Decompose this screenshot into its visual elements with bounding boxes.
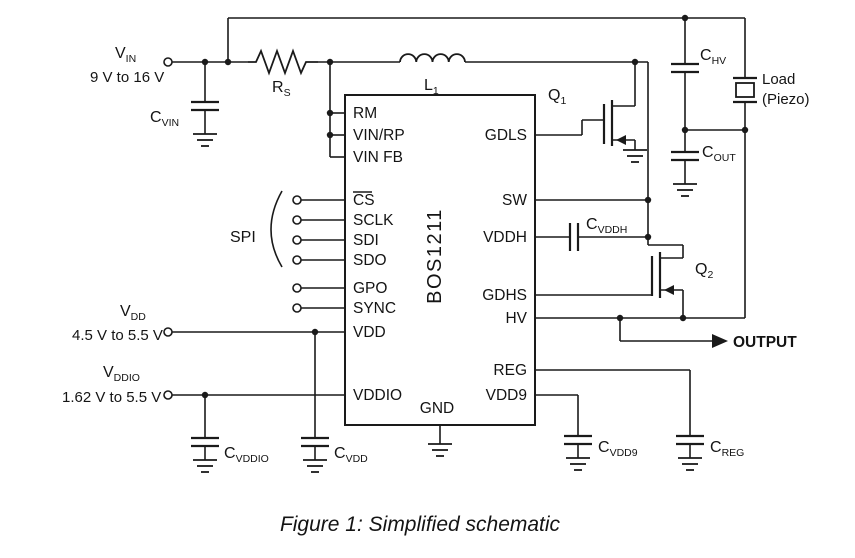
spi-bracket bbox=[270, 190, 283, 268]
sdo-terminal bbox=[292, 255, 302, 265]
q2-mosfet-symbol bbox=[650, 252, 683, 298]
vddio-range: 1.62 V to 5.5 V bbox=[62, 389, 161, 406]
vin-label: VIN bbox=[115, 45, 136, 65]
cvdd-label: CVDD bbox=[334, 445, 368, 465]
pin-label-reg: REG bbox=[493, 362, 527, 379]
ic-left-pin-labels: RM VIN/RP VIN FB CS SCLK SDI SDO GPO SYN… bbox=[353, 105, 405, 404]
sclk-terminal bbox=[292, 215, 302, 225]
vdd-range: 4.5 V to 5.5 V bbox=[72, 327, 163, 344]
pin-label-sclk: SCLK bbox=[353, 212, 394, 229]
pin-label-gnd: GND bbox=[420, 400, 454, 417]
cvdd9-label: CVDD9 bbox=[598, 439, 638, 459]
cvdd-capacitor-symbol bbox=[301, 436, 329, 448]
ground-symbol-cvdd bbox=[303, 459, 327, 473]
pin-label-hv: HV bbox=[505, 310, 527, 327]
chv-capacitor-symbol bbox=[671, 62, 699, 74]
cvin-capacitor-symbol bbox=[191, 100, 219, 112]
creg-capacitor-symbol bbox=[676, 434, 704, 446]
pin-label-vddio: VDDIO bbox=[353, 387, 402, 404]
wires bbox=[172, 17, 746, 460]
cout-label: COUT bbox=[702, 144, 736, 164]
pin-label-sdo: SDO bbox=[353, 252, 387, 269]
pin-label-vddh: VDDH bbox=[483, 229, 527, 246]
cvddio-label: CVDDIO bbox=[224, 445, 269, 465]
ic-right-pin-labels: GDLS SW VDDH GDHS HV REG VDD9 bbox=[482, 127, 527, 404]
input-terminals bbox=[163, 57, 302, 400]
output-arrow-icon bbox=[712, 334, 728, 348]
labels: VIN 9 V to 16 V CVIN RS L1 Q1 CHV COUT C… bbox=[62, 45, 810, 465]
q2-source-arrow bbox=[664, 285, 674, 295]
vdd-terminal bbox=[163, 327, 173, 337]
ground-symbol-ic bbox=[428, 443, 452, 457]
cvddh-capacitor-symbol bbox=[568, 223, 580, 251]
q1-label: Q1 bbox=[548, 87, 566, 107]
pin-label-cs: CS bbox=[353, 192, 375, 209]
pin-label-vinrp: VIN/RP bbox=[353, 127, 405, 144]
gpo-terminal bbox=[292, 283, 302, 293]
vdd-label: VDD bbox=[120, 303, 146, 323]
pin-label-vdd9: VDD9 bbox=[486, 387, 527, 404]
ground-symbol-cvddio bbox=[193, 459, 217, 473]
chv-label: CHV bbox=[700, 47, 726, 67]
figure-caption: Figure 1: Simplified schematic bbox=[280, 513, 561, 536]
rs-resistor-symbol bbox=[248, 48, 318, 76]
cvddio-capacitor-symbol bbox=[191, 436, 219, 448]
pin-label-gpo: GPO bbox=[353, 280, 387, 297]
q1-mosfet-symbol bbox=[602, 62, 636, 150]
vddio-terminal bbox=[163, 390, 173, 400]
vin-terminal bbox=[163, 57, 173, 67]
load-label-line1: Load bbox=[762, 71, 795, 88]
cvdd9-capacitor-symbol bbox=[564, 434, 592, 446]
l1-inductor-symbol bbox=[399, 53, 466, 63]
output-label: OUTPUT bbox=[733, 334, 797, 351]
sdi-terminal bbox=[292, 235, 302, 245]
pin-label-sdi: SDI bbox=[353, 232, 379, 249]
q1-source-arrow bbox=[616, 135, 626, 145]
cout-capacitor-symbol bbox=[671, 150, 699, 162]
ground-symbol-cvin bbox=[193, 133, 217, 147]
pin-label-gdhs: GDHS bbox=[482, 287, 527, 304]
ic-outline bbox=[344, 94, 536, 426]
creg-label: CREG bbox=[710, 439, 744, 459]
vin-range: 9 V to 16 V bbox=[90, 69, 164, 86]
sync-terminal bbox=[292, 303, 302, 313]
load-label-line2: (Piezo) bbox=[762, 91, 810, 108]
cvin-label: CVIN bbox=[150, 109, 179, 129]
junction-dots bbox=[201, 14, 749, 399]
pin-label-sync: SYNC bbox=[353, 300, 396, 317]
cs-terminal bbox=[292, 195, 302, 205]
ground-symbol-q1 bbox=[623, 149, 647, 163]
rs-label: RS bbox=[272, 79, 291, 99]
l1-label: L1 bbox=[424, 77, 439, 97]
ground-symbol-cout bbox=[673, 183, 697, 197]
q2-label: Q2 bbox=[695, 261, 713, 281]
spi-label: SPI bbox=[230, 229, 256, 246]
cvddh-label: CVDDH bbox=[586, 216, 627, 236]
pin-label-sw: SW bbox=[502, 192, 527, 209]
pin-label-rm: RM bbox=[353, 105, 377, 122]
pin-label-vdd: VDD bbox=[353, 324, 386, 341]
vddio-label: VDDIO bbox=[103, 364, 140, 384]
ground-symbol-creg bbox=[678, 457, 702, 471]
piezo-load-symbol bbox=[733, 76, 757, 104]
ic-part-number: BOS1211 bbox=[424, 208, 446, 304]
pin-label-vinfb: VIN FB bbox=[353, 149, 403, 166]
ground-symbol-cvdd9 bbox=[566, 457, 590, 471]
pin-label-gdls: GDLS bbox=[485, 127, 527, 144]
